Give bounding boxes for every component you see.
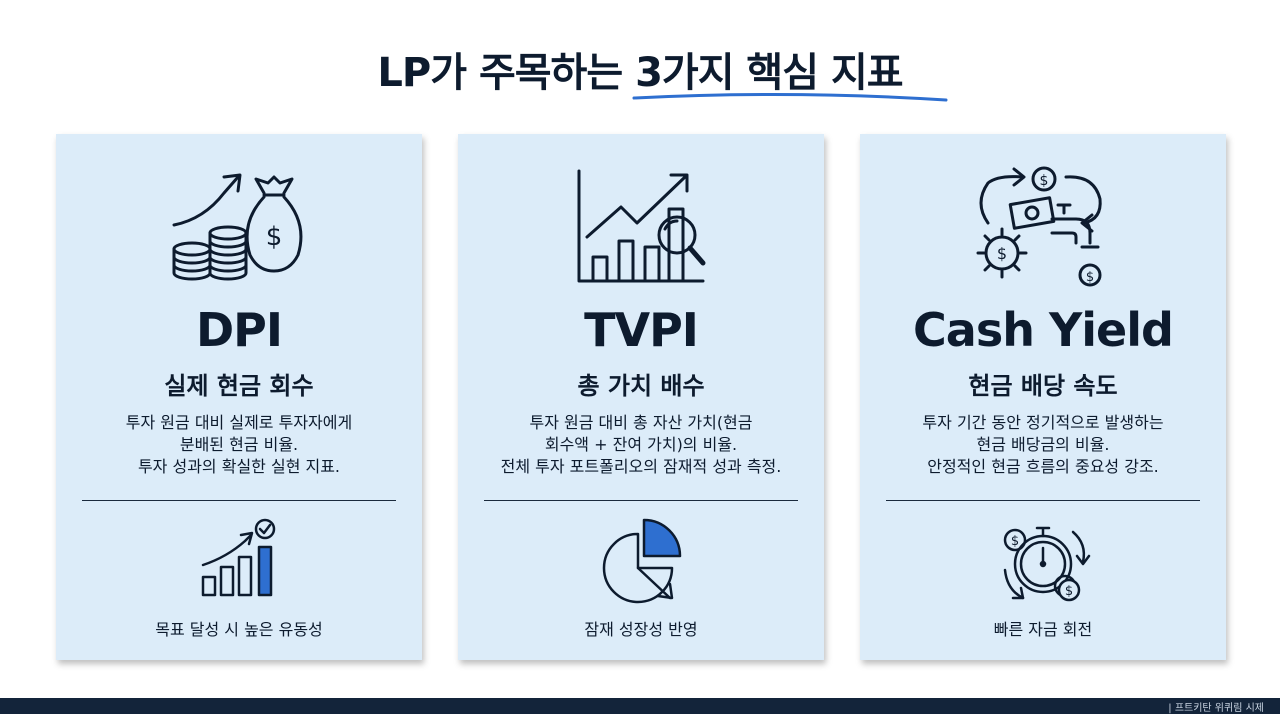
description-line: 현금 배당금의 비율. bbox=[976, 435, 1110, 454]
divider bbox=[82, 500, 396, 501]
svg-text:$: $ bbox=[1086, 270, 1094, 285]
page-title-prefix: LP가 주목하는 bbox=[377, 50, 636, 96]
card-dpi: $ DPI 실제 현금 회수 투자 원금 대비 실제로 투자자에게 분배된 현금… bbox=[56, 134, 422, 660]
card-tvpi: TVPI 총 가치 배수 투자 원금 대비 총 자산 가치(현금 회수액 + 잔… bbox=[458, 134, 824, 660]
metric-subtitle: 실제 현금 회수 bbox=[164, 372, 314, 400]
divider bbox=[484, 500, 798, 501]
svg-text:$: $ bbox=[266, 222, 283, 252]
cash-flow-gear-faucet-icon: $ $ $ bbox=[860, 158, 1226, 298]
description-line: 전체 투자 포트폴리오의 잠재적 성과 측정. bbox=[500, 457, 782, 476]
footer-bar: | 프트키탄 위퀴림 시제 bbox=[0, 698, 1280, 714]
stopwatch-coins-icon: $ $ bbox=[860, 514, 1226, 604]
card-cash-yield: $ $ $ Cash Yield 현금 배당 속도 투자 기간 동안 정 bbox=[860, 134, 1226, 660]
metric-description: 투자 기간 동안 정기적으로 발생하는 현금 배당금의 비율. 안정적인 현금 … bbox=[880, 412, 1206, 478]
metric-name: Cash Yield bbox=[913, 303, 1174, 357]
metric-subtitle: 현금 배당 속도 bbox=[968, 372, 1118, 400]
description-line: 회수액 + 잔여 가치)의 비율. bbox=[544, 435, 738, 454]
description-line: 투자 성과의 확실한 실현 지표. bbox=[137, 457, 341, 476]
page-title-wrap: LP가 주목하는 3가지 핵심 지표 bbox=[0, 40, 1280, 98]
pie-chart-arrow-icon bbox=[458, 514, 824, 604]
description-line: 안정적인 현금 흐름의 중요성 강조. bbox=[927, 457, 1159, 476]
svg-text:$: $ bbox=[1040, 173, 1049, 189]
svg-text:$: $ bbox=[1011, 534, 1019, 549]
metric-cards: $ DPI 실제 현금 회수 투자 원금 대비 실제로 투자자에게 분배된 현금… bbox=[56, 134, 1226, 660]
metric-name: TVPI bbox=[584, 303, 699, 357]
metric-name: DPI bbox=[195, 303, 283, 357]
metric-description: 투자 원금 대비 총 자산 가치(현금 회수액 + 잔여 가치)의 비율. 전체… bbox=[478, 412, 804, 478]
metric-caption: 잠재 성장성 반영 bbox=[584, 620, 698, 639]
metric-subtitle: 총 가치 배수 bbox=[577, 372, 705, 400]
description-line: 분배된 현금 비율. bbox=[179, 435, 299, 454]
growth-chart-magnifier-icon bbox=[458, 158, 824, 298]
title-underline bbox=[632, 92, 948, 102]
footer-text: | 프트키탄 위퀴림 시제 bbox=[1168, 703, 1264, 714]
page-title: LP가 주목하는 3가지 핵심 지표 bbox=[377, 40, 903, 98]
svg-text:$: $ bbox=[1065, 584, 1073, 599]
divider bbox=[886, 500, 1200, 501]
svg-text:$: $ bbox=[997, 244, 1007, 263]
page-title-highlight: 3가지 핵심 지표 bbox=[635, 50, 903, 96]
bar-chart-check-icon bbox=[56, 514, 422, 604]
description-line: 투자 원금 대비 총 자산 가치(현금 bbox=[529, 413, 753, 432]
money-bag-coins-arrow-icon: $ bbox=[56, 158, 422, 298]
metric-caption: 빠른 자금 회전 bbox=[993, 620, 1093, 639]
metric-caption: 목표 달성 시 높은 유동성 bbox=[155, 620, 323, 639]
metric-description: 투자 원금 대비 실제로 투자자에게 분배된 현금 비율. 투자 성과의 확실한… bbox=[76, 412, 402, 478]
description-line: 투자 원금 대비 실제로 투자자에게 bbox=[125, 413, 353, 432]
description-line: 투자 기간 동안 정기적으로 발생하는 bbox=[922, 413, 1164, 432]
